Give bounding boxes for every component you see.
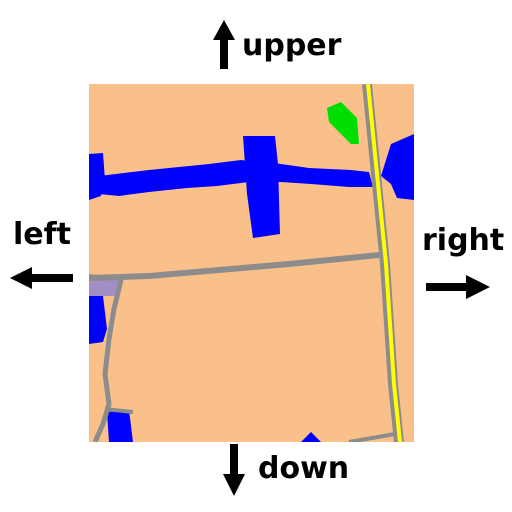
map-tile[interactable] bbox=[89, 84, 414, 442]
label-upper: upper bbox=[242, 28, 342, 63]
main-road bbox=[89, 252, 380, 281]
side-road-left bbox=[92, 279, 124, 442]
label-down: down bbox=[258, 451, 350, 486]
water-right bbox=[381, 134, 414, 200]
water-left-bottom bbox=[107, 410, 133, 442]
arrow-down-icon bbox=[223, 444, 245, 496]
water-bottom bbox=[301, 432, 321, 442]
water-left-top bbox=[89, 153, 105, 200]
side-road-bottom bbox=[104, 407, 134, 414]
label-right: right bbox=[422, 223, 505, 258]
arrow-up-head bbox=[213, 20, 235, 40]
arrow-left-shaft bbox=[28, 274, 73, 282]
park-area bbox=[327, 102, 359, 144]
arrow-down-shaft bbox=[230, 444, 238, 478]
highway-fill bbox=[366, 84, 402, 442]
arrow-right-head bbox=[466, 275, 490, 299]
arrow-left-head bbox=[10, 267, 32, 289]
arrow-down-head bbox=[223, 474, 245, 496]
side-road-bottom-right bbox=[348, 432, 396, 442]
label-left: left bbox=[13, 217, 72, 252]
arrow-left-icon bbox=[10, 267, 73, 289]
water-block bbox=[243, 136, 280, 238]
arrow-right-icon bbox=[426, 275, 490, 299]
arrow-right-shaft bbox=[426, 283, 470, 291]
arrow-up-shaft bbox=[220, 36, 228, 69]
water-channel bbox=[99, 160, 373, 196]
water-left-mid bbox=[89, 296, 107, 344]
arrow-up-icon bbox=[213, 20, 235, 69]
